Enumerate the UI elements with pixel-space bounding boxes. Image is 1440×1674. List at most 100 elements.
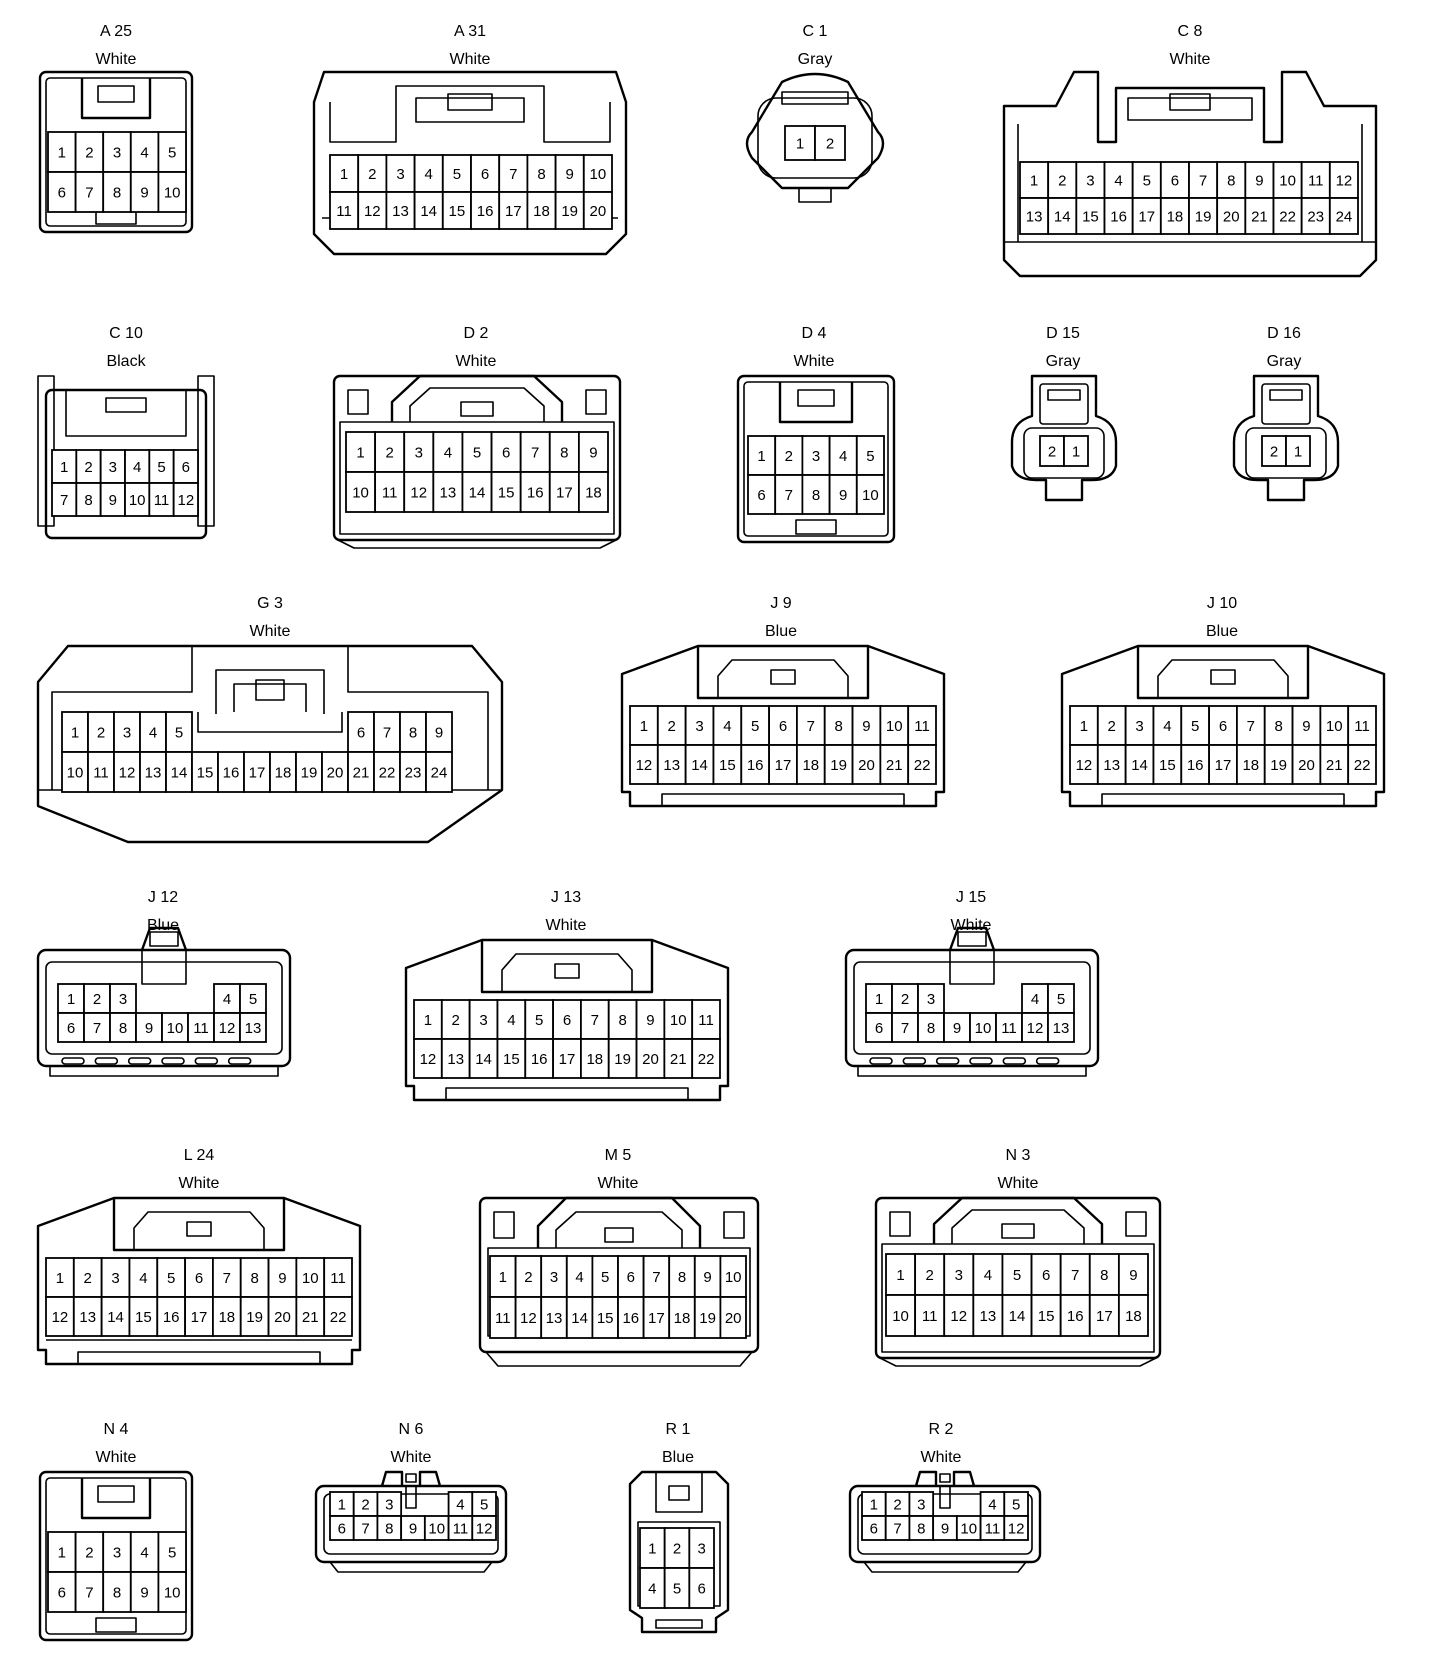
connector-code: J 13 bbox=[551, 889, 581, 906]
pin-number: 20 bbox=[590, 203, 607, 220]
connector-code: D 15 bbox=[1046, 325, 1080, 342]
pin-number: 15 bbox=[1082, 209, 1099, 226]
pin-number: 5 bbox=[751, 718, 759, 735]
pin-number: 17 bbox=[249, 765, 266, 782]
pin-number: 3 bbox=[479, 1012, 487, 1029]
pin-number: 6 bbox=[1171, 173, 1179, 190]
pin-number: 4 bbox=[140, 1545, 148, 1562]
pin-number: 1 bbox=[1072, 444, 1080, 461]
pin-number: 6 bbox=[195, 1270, 203, 1287]
pin-number: 18 bbox=[1125, 1308, 1142, 1325]
pin-number: 1 bbox=[640, 718, 648, 735]
pin-number: 21 bbox=[670, 1051, 687, 1068]
pin-number: 8 bbox=[678, 1269, 686, 1286]
pin-number: 13 bbox=[663, 757, 680, 774]
pin-number: 4 bbox=[1163, 718, 1171, 735]
pin-number: 18 bbox=[802, 757, 819, 774]
pin-number: 3 bbox=[109, 459, 117, 476]
pin-number: 16 bbox=[163, 1309, 180, 1326]
pin-number: 12 bbox=[1008, 1521, 1025, 1538]
pin-number: 14 bbox=[571, 1310, 588, 1327]
connector-code: N 3 bbox=[1006, 1147, 1031, 1164]
pin-number: 6 bbox=[779, 718, 787, 735]
pin-number: 6 bbox=[1042, 1267, 1050, 1284]
pin-number: 4 bbox=[723, 718, 731, 735]
pin-number: 14 bbox=[691, 757, 708, 774]
pin-number: 10 bbox=[129, 492, 146, 509]
pin-number: 10 bbox=[167, 1020, 184, 1037]
connector-color: Gray bbox=[798, 51, 833, 68]
connector-code: M 5 bbox=[605, 1147, 632, 1164]
pin-number: 6 bbox=[58, 185, 66, 202]
pin-number: 19 bbox=[301, 765, 318, 782]
pin-number: 7 bbox=[509, 166, 517, 183]
pin-number: 15 bbox=[1159, 757, 1176, 774]
pin-number: 12 bbox=[52, 1309, 69, 1326]
pin-number: 2 bbox=[368, 166, 376, 183]
connector-code: J 12 bbox=[148, 889, 178, 906]
pin-number: 10 bbox=[352, 485, 369, 502]
pin-number: 20 bbox=[327, 765, 344, 782]
pin-number: 3 bbox=[113, 145, 121, 162]
pin-number: 13 bbox=[980, 1308, 997, 1325]
pin-number: 8 bbox=[834, 718, 842, 735]
pin-number: 12 bbox=[950, 1308, 967, 1325]
pin-number: 8 bbox=[113, 185, 121, 202]
pin-number: 5 bbox=[175, 725, 183, 742]
pin-number: 14 bbox=[1009, 1308, 1026, 1325]
pin-number: 12 bbox=[1027, 1020, 1044, 1037]
pin-number: 20 bbox=[725, 1310, 742, 1327]
pin-number: 20 bbox=[1298, 757, 1315, 774]
pin-number: 14 bbox=[1131, 757, 1148, 774]
pin-number: 7 bbox=[1071, 1267, 1079, 1284]
pin-number: 7 bbox=[60, 492, 68, 509]
pin-number: 22 bbox=[914, 757, 931, 774]
pin-number: 12 bbox=[1336, 173, 1353, 190]
pin-number: 1 bbox=[56, 1270, 64, 1287]
connector-code: A 31 bbox=[454, 23, 486, 40]
pin-number: 20 bbox=[858, 757, 875, 774]
pin-number: 4 bbox=[425, 166, 433, 183]
pin-number: 11 bbox=[985, 1521, 1001, 1538]
pin-number: 2 bbox=[1058, 173, 1066, 190]
pin-number: 17 bbox=[505, 203, 522, 220]
pin-number: 3 bbox=[917, 1497, 925, 1514]
connector-color: White bbox=[794, 353, 835, 370]
pin-number: 6 bbox=[357, 725, 365, 742]
pin-number: 22 bbox=[379, 765, 396, 782]
pin-number: 10 bbox=[862, 487, 879, 504]
pin-number: 5 bbox=[1057, 991, 1065, 1008]
pin-number: 8 bbox=[1100, 1267, 1108, 1284]
pin-number: 5 bbox=[1191, 718, 1199, 735]
pin-number: 1 bbox=[60, 459, 68, 476]
pin-number: 2 bbox=[385, 445, 393, 462]
pin-number: 2 bbox=[1048, 444, 1056, 461]
connector-code: R 1 bbox=[666, 1421, 691, 1438]
pin-number: 18 bbox=[1167, 209, 1184, 226]
connector-code: N 6 bbox=[399, 1421, 424, 1438]
pin-number: 10 bbox=[1326, 718, 1343, 735]
pin-number: 21 bbox=[886, 757, 903, 774]
pin-number: 2 bbox=[93, 991, 101, 1008]
pin-number: 18 bbox=[674, 1310, 691, 1327]
pin-number: 11 bbox=[914, 718, 930, 735]
pin-number: 8 bbox=[385, 1521, 393, 1538]
pin-number: 12 bbox=[1076, 757, 1093, 774]
pin-number: 16 bbox=[527, 485, 544, 502]
connector-code: R 2 bbox=[929, 1421, 954, 1438]
connector-color: White bbox=[391, 1449, 432, 1466]
pin-number: 4 bbox=[984, 1267, 992, 1284]
pin-number: 5 bbox=[168, 1545, 176, 1562]
pin-number: 16 bbox=[223, 765, 240, 782]
pin-number: 2 bbox=[1270, 444, 1278, 461]
connector-color: White bbox=[546, 917, 587, 934]
connector-code: J 9 bbox=[770, 595, 791, 612]
pin-number: 9 bbox=[140, 1585, 148, 1602]
pin-number: 11 bbox=[336, 203, 352, 220]
pin-number: 6 bbox=[757, 487, 765, 504]
pin-number: 2 bbox=[97, 725, 105, 742]
